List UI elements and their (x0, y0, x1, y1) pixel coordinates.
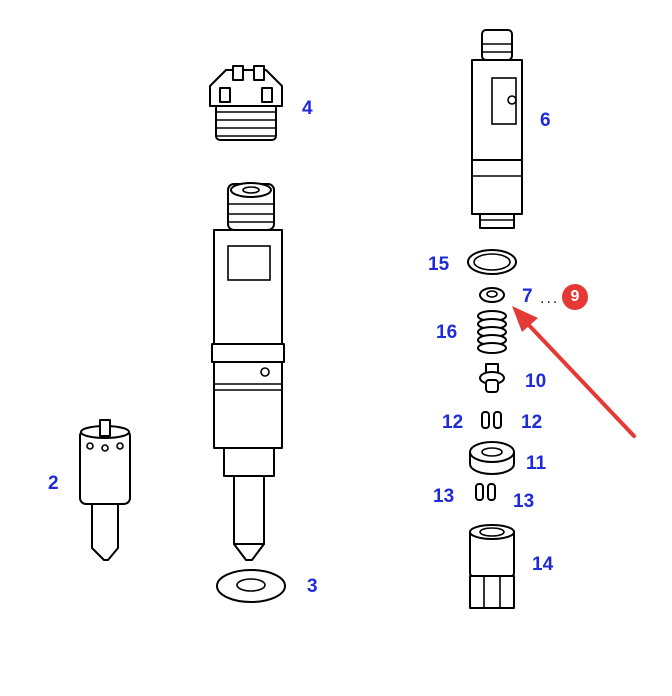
label-part-7: 7 (522, 286, 533, 307)
part-15-o-ring (467, 249, 517, 275)
label-part-13-right: 13 (513, 491, 535, 512)
label-part-3: 3 (307, 576, 318, 597)
callout-arrow (512, 306, 636, 438)
part-16-spring (477, 310, 507, 354)
label-part-11: 11 (526, 453, 547, 474)
label-part-12-right: 12 (521, 412, 543, 433)
label-part-4: 4 (302, 98, 313, 119)
part-14-nozzle-nut (469, 524, 515, 609)
label-part-13-left: 13 (433, 486, 455, 507)
part-6-holder (471, 29, 523, 229)
label-part-10: 10 (525, 371, 547, 392)
label-part-6: 6 (540, 110, 551, 131)
part-7-shim (479, 287, 505, 303)
label-part-2: 2 (48, 473, 59, 494)
part-2-nozzle (79, 419, 131, 561)
part-10-pressure-pin (479, 363, 505, 393)
callout-badge: 9 (562, 284, 588, 310)
callout-dots: ... (540, 290, 560, 307)
part-3-washer (216, 569, 286, 603)
label-part-15: 15 (428, 254, 450, 275)
label-part-12-left: 12 (442, 412, 464, 433)
part-12-pins (481, 411, 502, 429)
injector-body (211, 182, 285, 561)
label-part-16: 16 (436, 322, 458, 343)
part-11-washer (469, 441, 515, 475)
part-13-pins (475, 483, 496, 501)
part-4-retaining-nut (209, 65, 283, 141)
label-part-14: 14 (532, 554, 554, 575)
